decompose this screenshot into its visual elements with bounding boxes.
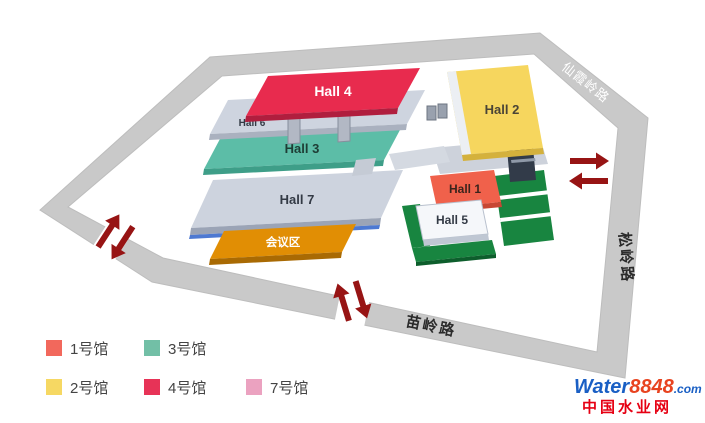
hall-2-side [462, 148, 544, 161]
watermark-tld: .com [674, 382, 702, 396]
entrance-arrows-east [569, 152, 609, 190]
hall-6-deck-side [209, 124, 407, 140]
road-east-label: 松岭路 [615, 232, 637, 284]
legend-label-hall1: 1号馆 [70, 341, 108, 358]
watermark-brand: Water [574, 376, 630, 398]
hall-2-roof-strip [447, 71, 471, 155]
hall-4 [246, 68, 420, 116]
connector-corridor [389, 146, 450, 170]
legend-swatch-hall2 [46, 379, 62, 395]
east-arrow-out-icon [570, 152, 609, 170]
hall-5-label: Hall 5 [436, 213, 468, 227]
hall-5-side [423, 234, 489, 246]
hall-2 [447, 65, 543, 155]
legend-swatch-hall7 [246, 379, 262, 395]
green-base-bottom [412, 240, 496, 262]
stair-tower-slat-2 [511, 158, 536, 163]
stairs [352, 158, 376, 176]
hall-6-label: Hall 6 [239, 118, 266, 129]
conference-area [210, 224, 356, 259]
watermark-brand-line: Water8848.com [574, 376, 702, 398]
hall-1-label: Hall 1 [449, 182, 481, 196]
legend-label-hall7: 7号馆 [270, 380, 308, 397]
hall-7-label: Hall 7 [280, 192, 315, 207]
green-walkway-2 [500, 212, 553, 222]
legend-label-hall3: 3号馆 [168, 341, 206, 358]
legend-swatch-hall1 [46, 340, 62, 356]
hall-7 [191, 170, 403, 228]
watermark-site-name: 中国水业网 [582, 398, 672, 416]
left-hall-cluster: Hall 7 会议区 Hall 3 Hall 6 Hall 4 [189, 68, 425, 265]
rooftop-block-1 [426, 105, 437, 121]
legend: 1号馆 3号馆 2号馆 4号馆 7号馆 [46, 340, 308, 397]
hall-2-label: Hall 2 [485, 102, 520, 117]
watermark-number: 8848 [629, 376, 674, 398]
hall-1 [430, 170, 501, 208]
hall-3-label: Hall 3 [285, 141, 320, 156]
green-base-bottom-side [416, 254, 496, 266]
rooftop-block-2 [437, 103, 448, 119]
hall-3-side [203, 160, 384, 175]
legend-label-hall2: 2号馆 [70, 380, 108, 397]
green-base-right [494, 170, 554, 246]
conference-area-side [209, 252, 342, 265]
road-gap-west [87, 214, 135, 270]
conference-area-label: 会议区 [265, 235, 301, 249]
legend-swatch-hall3 [144, 340, 160, 356]
right-hall-cluster: Hall 2 Hall 1 Hall 5 [389, 65, 554, 266]
hall-4-side [245, 108, 398, 122]
green-walkway-1 [498, 190, 551, 200]
east-arrow-in-icon [569, 172, 608, 190]
watermark: Water8848.com 中国水业网 [574, 376, 702, 416]
hall-3 [204, 128, 401, 169]
legend-label-hall4: 4号馆 [168, 380, 206, 397]
hall-4-label: Hall 4 [314, 83, 352, 99]
legend-swatch-hall4 [144, 379, 160, 395]
